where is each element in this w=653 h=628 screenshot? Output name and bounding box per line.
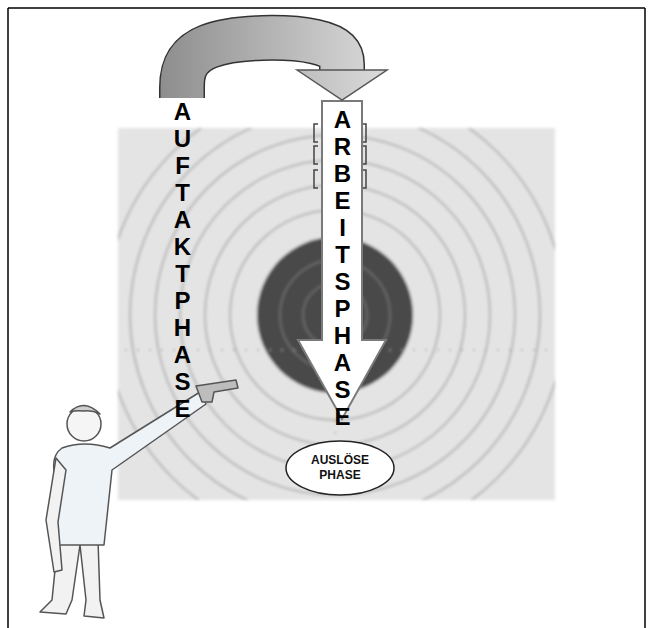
phase-label: ARBEITSPHASE	[329, 106, 355, 420]
phase-arrow: ARBEITSPHASE	[296, 100, 388, 420]
arrow-outline	[182, 38, 342, 98]
phase-label: AUFTAKTPHASE	[169, 98, 195, 398]
arrow-outline	[298, 101, 386, 419]
curved-arrow	[182, 38, 387, 100]
ellipse-outline	[286, 441, 394, 495]
shooter-figure	[40, 380, 238, 618]
arrow-band	[182, 38, 342, 98]
phase-column: AUFTAKTPHASE	[163, 98, 201, 398]
phase-ellipse: AUSLÖSE PHASE	[285, 440, 395, 496]
target	[105, 85, 565, 545]
phase-label: AUSLÖSE PHASE	[307, 453, 373, 483]
frame	[8, 8, 645, 628]
arrow-head	[297, 70, 387, 100]
